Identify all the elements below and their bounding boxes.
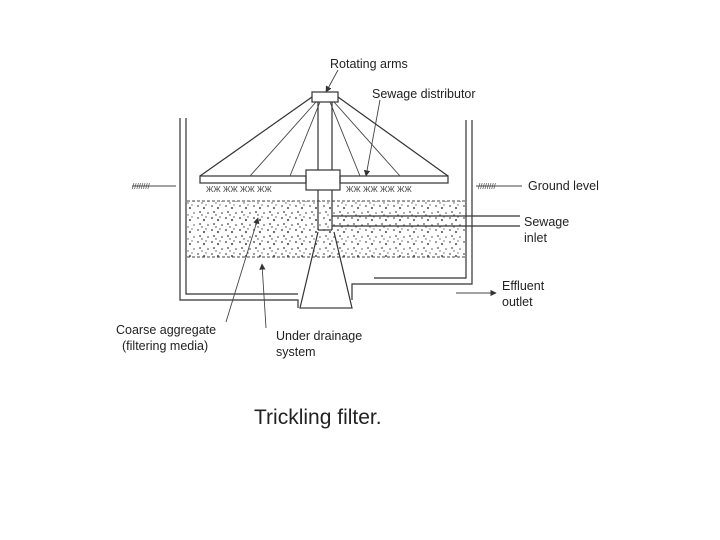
svg-text:ЖЖ ЖЖ ЖЖ ЖЖ: ЖЖ ЖЖ ЖЖ ЖЖ <box>206 185 272 194</box>
label-under-drainage-1: Under drainage <box>276 329 362 343</box>
tank <box>179 118 473 308</box>
diagram-caption: Trickling filter. <box>254 406 382 429</box>
label-sewage-inlet-1: Sewage <box>524 215 569 229</box>
label-effluent-outlet-1: Effluent <box>502 279 545 293</box>
label-sewage-distributor: Sewage distributor <box>372 87 476 101</box>
label-coarse-aggregate-1: Coarse aggregate <box>116 323 216 337</box>
label-rotating-arms: Rotating arms <box>330 57 408 71</box>
label-under-drainage-2: system <box>276 345 316 359</box>
label-sewage-inlet-2: inlet <box>524 231 547 245</box>
svg-text:////////: //////// <box>132 182 151 191</box>
filter-media <box>187 200 466 258</box>
label-ground-level: Ground level <box>528 179 599 193</box>
label-arrows <box>225 69 497 329</box>
ground-level-hatch: //////// //////// <box>132 182 522 191</box>
svg-text:ЖЖ ЖЖ ЖЖ ЖЖ: ЖЖ ЖЖ ЖЖ ЖЖ <box>346 185 412 194</box>
under-drainage <box>299 231 353 309</box>
label-effluent-outlet-2: outlet <box>502 295 533 309</box>
svg-text:////////: //////// <box>478 182 497 191</box>
sewage-distributor: ЖЖ ЖЖ ЖЖ ЖЖ ЖЖ ЖЖ ЖЖ ЖЖ <box>199 91 520 231</box>
label-coarse-aggregate-2: (filtering media) <box>122 339 208 353</box>
